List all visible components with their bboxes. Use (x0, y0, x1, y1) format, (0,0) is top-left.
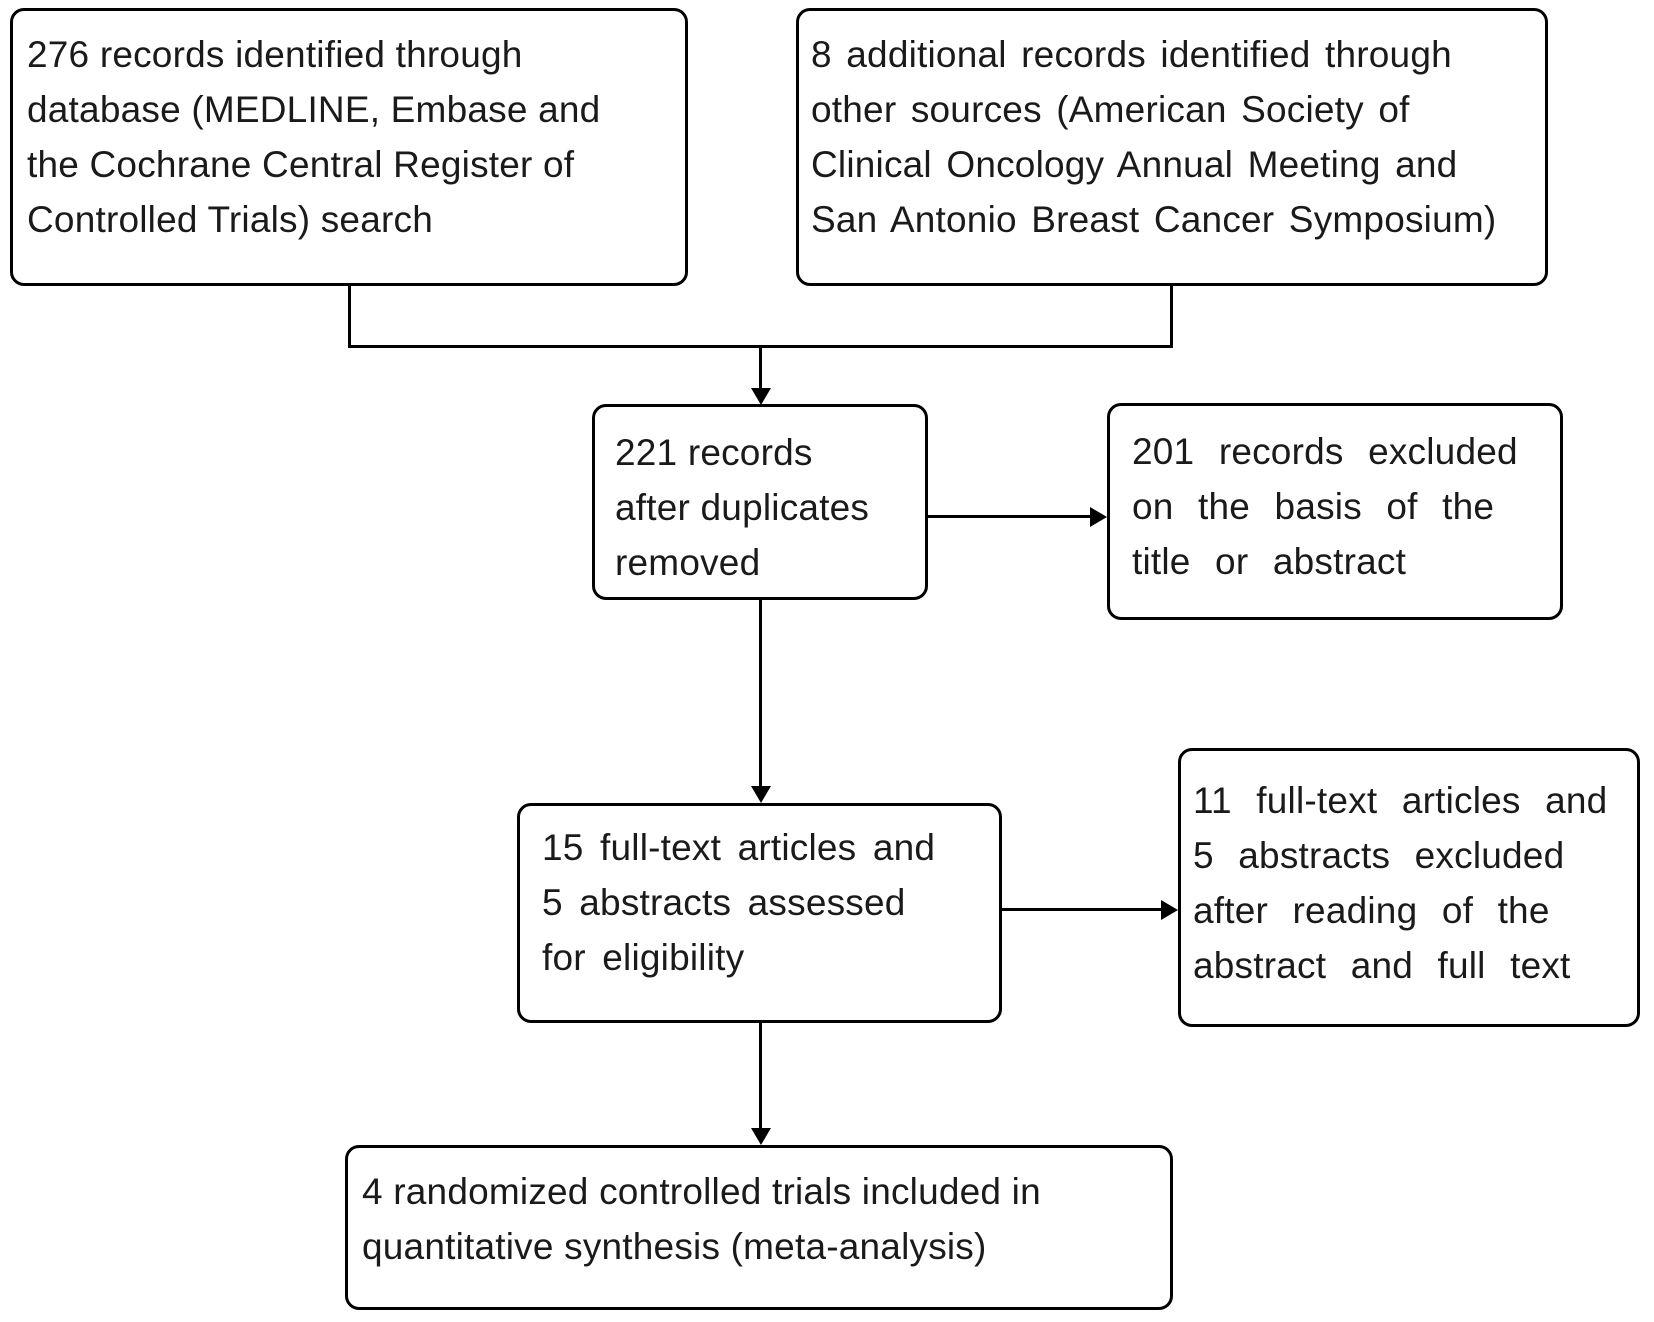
box-records-excluded-title-abstract-label: 201 records excluded on the basis of the… (1132, 431, 1518, 582)
box-included-in-synthesis: 4 randomized controlled trials included … (345, 1145, 1173, 1310)
arrowhead-into-included (751, 1128, 771, 1145)
box-records-identified-other-sources: 8 additional records identified through … (796, 8, 1548, 286)
arrowhead-into-assessed (751, 786, 771, 803)
connector-duplicates-to-assessed (759, 598, 762, 790)
connector-merge-to-duplicates (759, 346, 762, 392)
box-excluded-after-reading-label: 11 full-text articles and 5 abstracts ex… (1193, 780, 1608, 986)
box-assessed-for-eligibility-label: 15 full-text articles and 5 abstracts as… (542, 827, 936, 978)
box-excluded-after-reading: 11 full-text articles and 5 abstracts ex… (1178, 748, 1640, 1027)
box-records-identified-other-sources-label: 8 additional records identified through … (811, 34, 1497, 240)
box-records-after-duplicates-label: 221 records after duplicates removed (615, 432, 870, 583)
connector-assessed-to-included (759, 1021, 762, 1131)
arrowhead-into-duplicates (751, 388, 771, 405)
arrowhead-into-excluded-reading (1161, 900, 1178, 920)
box-records-identified-database: 276 records identified through database … (10, 8, 688, 286)
connector-duplicates-to-excluded (926, 515, 1093, 518)
box-records-excluded-title-abstract: 201 records excluded on the basis of the… (1107, 403, 1563, 620)
connector-other-sources-descender (1170, 284, 1173, 347)
box-records-identified-database-label: 276 records identified through database … (27, 34, 601, 240)
box-included-in-synthesis-label: 4 randomized controlled trials included … (362, 1171, 1041, 1267)
connector-database-descender (348, 284, 351, 347)
connector-assessed-to-excluded-reading (1000, 908, 1164, 911)
box-assessed-for-eligibility: 15 full-text articles and 5 abstracts as… (517, 803, 1002, 1023)
arrowhead-into-excluded (1090, 507, 1107, 527)
box-records-after-duplicates: 221 records after duplicates removed (592, 404, 928, 600)
